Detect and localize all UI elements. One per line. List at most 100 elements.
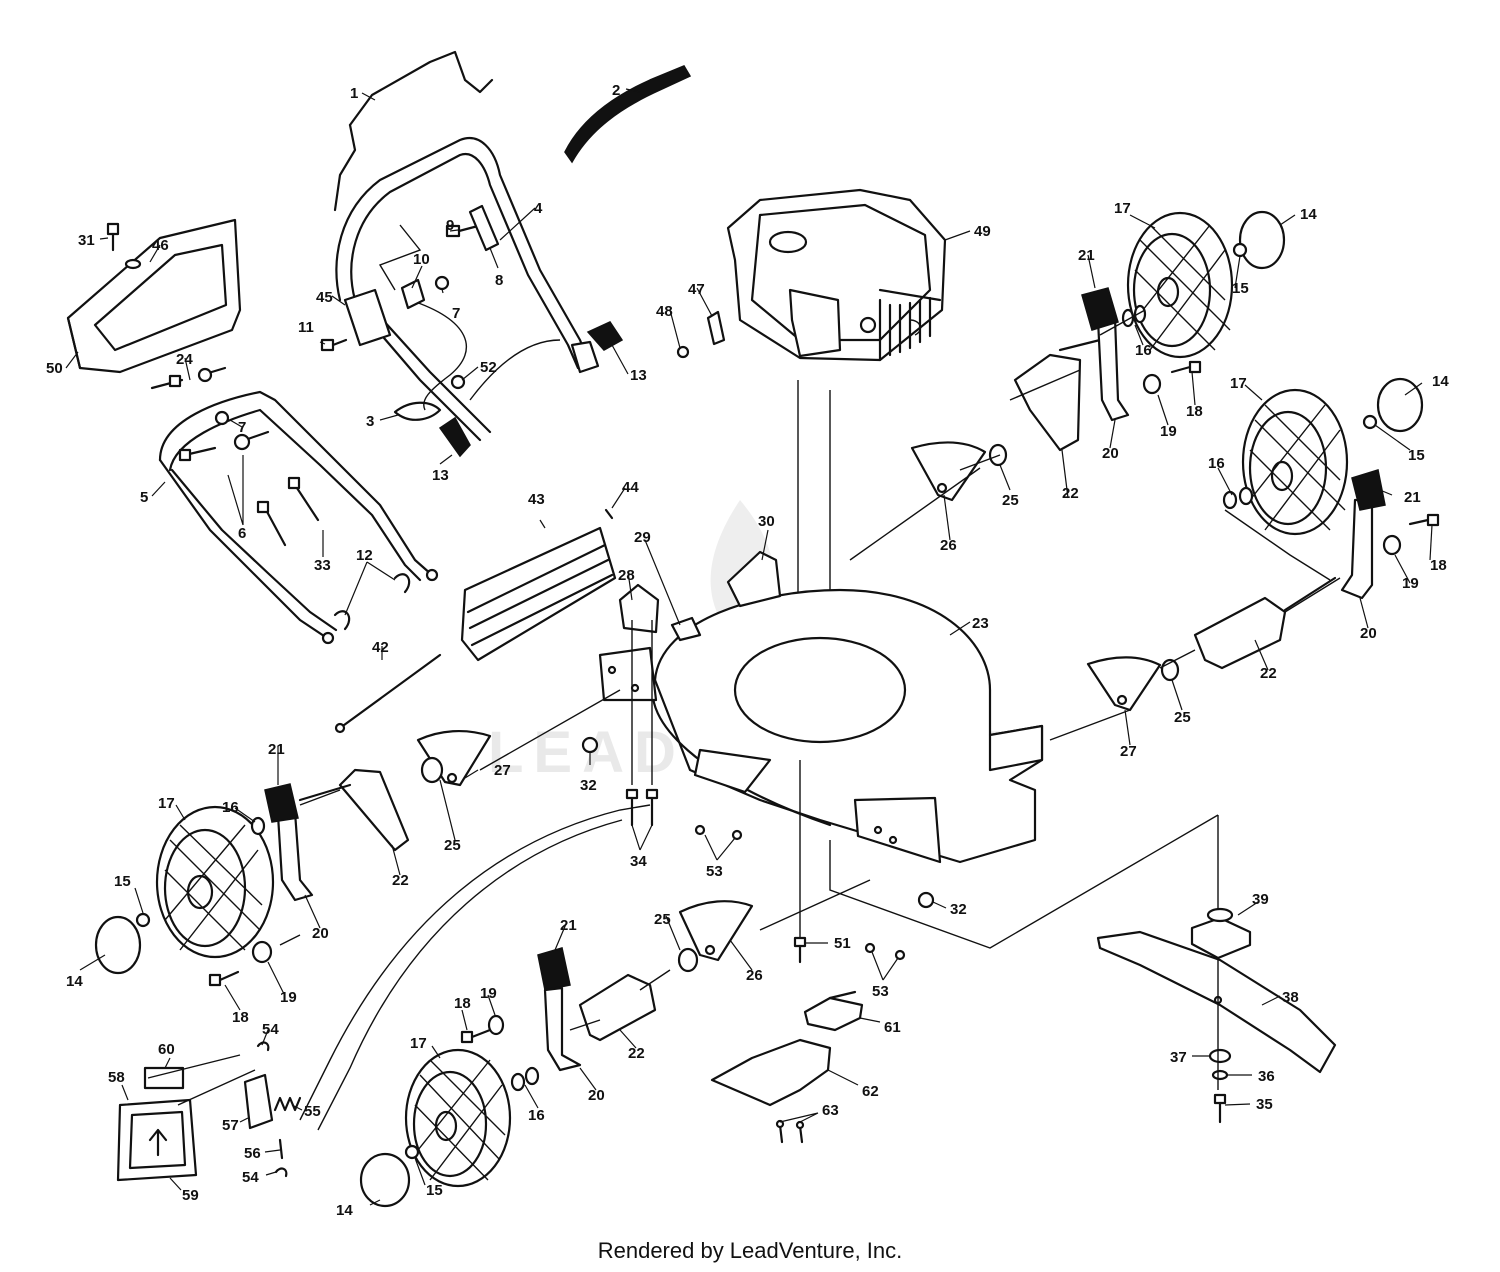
callout-20a: 20: [1102, 445, 1119, 462]
callout-56: 56: [244, 1145, 261, 1162]
callout-27a: 27: [1120, 743, 1137, 760]
wheel-17-upper-right[interactable]: [1126, 211, 1234, 359]
bolts-34: [625, 788, 659, 827]
callout-labels: 1 2 3 4 5 6 7 7 8 9 10 11 12 13 13 14 14…: [46, 82, 1449, 1219]
hubcap-14-upper-left: [94, 915, 142, 975]
lever-20-lower-right[interactable]: [1340, 498, 1374, 600]
deflector-43[interactable]: [460, 526, 617, 662]
handle-knob-lower[interactable]: [438, 416, 471, 458]
callout-6: 6: [238, 525, 246, 542]
callout-44: 44: [622, 479, 639, 496]
callout-18d: 18: [454, 995, 471, 1012]
callout-34: 34: [630, 853, 647, 870]
callout-9: 9: [446, 217, 454, 234]
callout-53a: 53: [706, 863, 723, 880]
handle-grip[interactable]: [564, 65, 692, 164]
washers-16-lower-left: [510, 1066, 540, 1092]
axle-bracket-22-lower-left: [578, 973, 657, 1042]
adjuster-plate-26-upper: [910, 441, 987, 502]
callout-15d: 15: [426, 1182, 443, 1199]
lever-20-upper-left[interactable]: [276, 810, 314, 902]
callout-11: 11: [298, 319, 314, 336]
callout-17a: 17: [1114, 200, 1131, 217]
callout-49: 49: [974, 223, 991, 240]
clamp-10: [400, 278, 426, 310]
mower-deck[interactable]: [651, 588, 1044, 864]
washer-19-lower-left: [487, 1014, 505, 1036]
callout-19d: 19: [480, 985, 497, 1002]
callout-20b: 20: [1360, 625, 1377, 642]
lever-bracket-57: [243, 1073, 274, 1130]
leader-lines: [65, 88, 1433, 1206]
callout-25c: 25: [444, 837, 461, 854]
handle-knob-upper[interactable]: [586, 321, 624, 351]
bolts-24: [150, 366, 227, 390]
handle-frame[interactable]: [335, 137, 600, 442]
callout-19a: 19: [1160, 423, 1177, 440]
engine[interactable]: [726, 188, 947, 362]
callout-8: 8: [495, 272, 503, 289]
lever-handle-21-lower-right[interactable]: [1351, 469, 1386, 511]
callout-20c: 20: [312, 925, 329, 942]
spring-55: [273, 1096, 302, 1112]
decal-60: [143, 1066, 185, 1090]
callout-48: 48: [656, 303, 673, 320]
callout-62: 62: [862, 1083, 879, 1100]
callout-14c: 14: [66, 973, 83, 990]
washer-19-upper-left: [251, 940, 273, 964]
wheel-17-upper-left[interactable]: [155, 805, 275, 959]
pins-12: [333, 573, 411, 631]
washers-16-upper-right: [1121, 304, 1147, 328]
lever-handle-21-lower-left[interactable]: [537, 947, 571, 991]
callout-32b: 32: [950, 901, 967, 918]
nut-15-upper-left: [135, 912, 151, 928]
callout-63: 63: [822, 1102, 839, 1119]
callout-39: 39: [1252, 891, 1269, 908]
callout-16b: 16: [1208, 455, 1225, 472]
wheel-17-lower-right[interactable]: [1241, 388, 1349, 536]
spacer-25-left: [420, 756, 444, 784]
callout-26a: 26: [940, 537, 957, 554]
callout-59: 59: [182, 1187, 199, 1204]
lever-handle-21-upper-left[interactable]: [264, 783, 299, 823]
callout-32a: 32: [580, 777, 597, 794]
nuts-53-upper: [694, 824, 743, 841]
cable-clip[interactable]: [393, 401, 442, 421]
callout-46: 46: [152, 237, 169, 254]
lockwasher-36: [1211, 1069, 1229, 1081]
clip-61: [803, 990, 864, 1032]
lever-20-lower-left[interactable]: [543, 986, 582, 1072]
axle-bracket-22-upper-left: [298, 768, 410, 852]
callout-19c: 19: [280, 989, 297, 1006]
nut-32-left: [581, 736, 599, 754]
nut-15-lower-left: [404, 1144, 420, 1160]
callout-18c: 18: [232, 1009, 249, 1026]
axle-bracket-22-lower-right: [1193, 576, 1337, 670]
callout-51: 51: [834, 935, 851, 952]
callout-43: 43: [528, 491, 545, 508]
callout-24: 24: [176, 351, 193, 368]
clip-54-lower: [274, 1167, 288, 1178]
pin-56: [278, 1138, 284, 1160]
callout-14d: 14: [336, 1202, 353, 1219]
wheel-17-lower-left[interactable]: [404, 1048, 512, 1188]
cover-62[interactable]: [710, 1038, 832, 1107]
rear-cover[interactable]: [66, 218, 242, 374]
bolt-18-lower-left: [460, 1028, 492, 1044]
nut-7: [434, 275, 450, 291]
callout-23: 23: [972, 615, 989, 632]
nut-32-right: [917, 891, 935, 909]
bolt-11: [320, 338, 348, 352]
rod-42[interactable]: [334, 653, 442, 734]
callout-19b: 19: [1402, 575, 1419, 592]
lower-handle[interactable]: [158, 390, 439, 645]
spacer-25-upper: [988, 443, 1008, 467]
callout-54b: 54: [242, 1169, 259, 1186]
lever-handle-21-upper-right[interactable]: [1081, 287, 1119, 331]
callout-10: 10: [413, 251, 430, 268]
callout-14b: 14: [1432, 373, 1449, 390]
nut-15-upper-right: [1232, 242, 1248, 258]
control-box-58[interactable]: [116, 1098, 198, 1182]
callout-17c: 17: [158, 795, 175, 812]
upper-handle[interactable]: [333, 50, 494, 212]
